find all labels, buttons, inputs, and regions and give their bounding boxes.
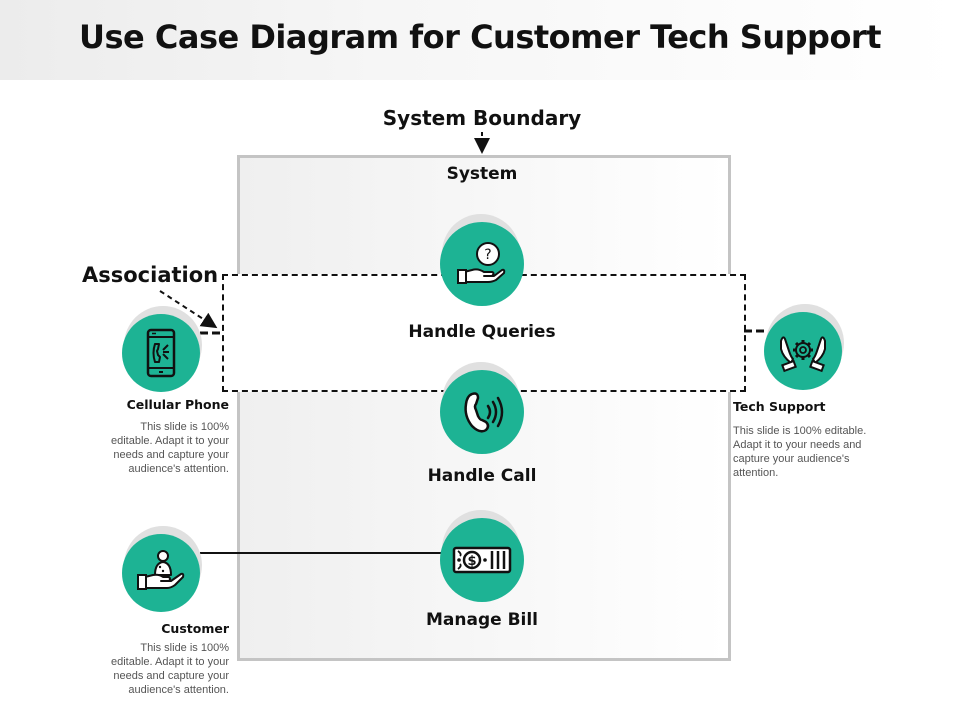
hands-gear-icon — [780, 336, 826, 373]
use-case-handle-queries[interactable]: ? — [440, 214, 524, 306]
actor-tech-support[interactable] — [764, 304, 848, 396]
actor-cellular-phone[interactable] — [122, 306, 206, 398]
hand-person-icon — [137, 550, 185, 590]
hand-question-icon: ? — [457, 242, 506, 284]
phone-call-icon — [464, 392, 504, 433]
actor-description: This slide is 100% editable. Adapt it to… — [110, 642, 229, 696]
use-case-label: Manage Bill — [425, 610, 539, 630]
title-band — [0, 0, 960, 80]
system-boundary-label: System Boundary — [382, 106, 582, 130]
actor-customer[interactable] — [122, 526, 206, 618]
association-arrow — [159, 290, 218, 329]
use-case-manage-bill[interactable]: $ — [440, 510, 524, 602]
use-case-label: Handle Queries — [408, 322, 556, 342]
svg-text:$: $ — [467, 554, 476, 569]
actor-description: This slide is 100% editable. Adapt it to… — [110, 421, 229, 475]
svg-text:?: ? — [484, 247, 491, 263]
actor-description: This slide is 100% editable. Adapt it to… — [733, 425, 867, 479]
actor-name: Cellular Phone — [126, 397, 229, 412]
system-label: System — [446, 164, 518, 184]
actor-name: Tech Support — [733, 399, 826, 414]
use-case-handle-call[interactable] — [440, 362, 524, 454]
association-label: Association — [82, 263, 219, 287]
use-case-label: Handle Call — [427, 466, 537, 486]
page-title: Use Case Diagram for Customer Tech Suppo… — [79, 18, 882, 56]
money-bill-icon: $ — [452, 546, 512, 574]
actor-name: Customer — [161, 621, 229, 636]
mobile-phone-icon — [146, 328, 176, 378]
